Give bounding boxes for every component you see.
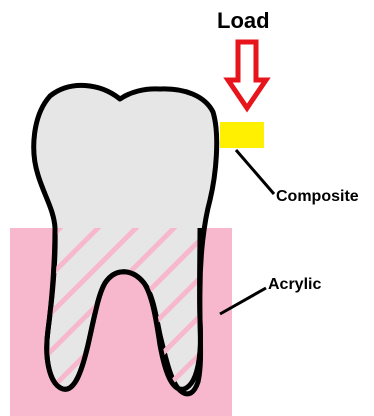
composite-pad — [220, 122, 264, 148]
acrylic-label: Acrylic — [268, 276, 321, 294]
hatch-line — [362, 220, 374, 416]
hatch-line — [324, 220, 374, 416]
hatch-line — [248, 220, 374, 416]
composite-label: Composite — [276, 188, 359, 206]
hatch-line — [286, 220, 374, 416]
composite-leader-line — [236, 150, 274, 194]
load-label: Load — [217, 8, 270, 34]
load-arrow — [228, 42, 266, 108]
hatch-line — [210, 220, 374, 416]
